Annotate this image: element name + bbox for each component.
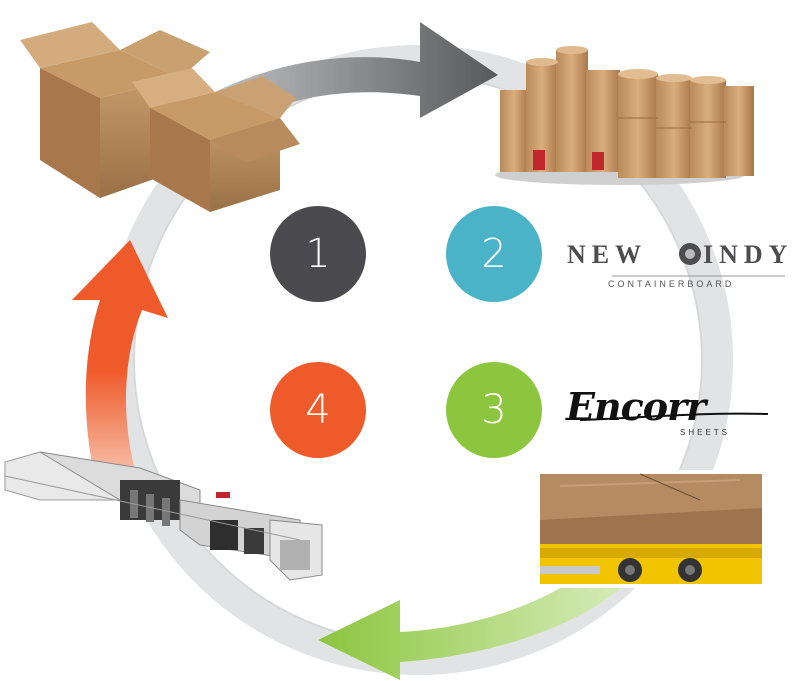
new-indy-subtitle: CONTAINERBOARD [608,279,735,289]
step-2-circle: 2 [446,206,542,302]
corrugated-sheets-image [538,470,764,588]
encorr-swoosh [579,412,769,421]
new-indy-word-new: NEW [567,240,648,269]
new-indy-word-indy: INDY [703,240,794,269]
encorr-wordmark: Encorr [566,384,706,429]
paper-rolls-image [495,46,754,185]
step-4-circle: 4 [270,362,366,458]
step-1-circle: 1 [270,206,366,302]
cardboard-boxes-image [20,22,300,212]
arrow-green [318,560,625,680]
new-indy-logo [612,243,785,277]
encorr-subtitle: SHEETS [680,428,731,437]
arrow-orange [72,240,168,478]
step-3-circle: 3 [446,362,542,458]
box-making-machine-image [4,451,323,581]
